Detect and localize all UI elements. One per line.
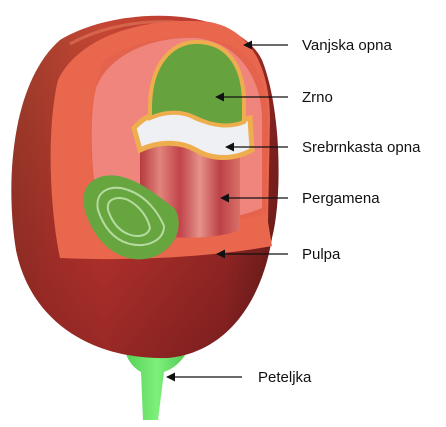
outer-skin-label: Vanjska opna — [302, 37, 392, 54]
stem-label: Peteljka — [258, 369, 312, 386]
parchment-label: Pergamena — [302, 190, 380, 207]
bean-label: Zrno — [302, 89, 333, 106]
pulp-label: Pulpa — [302, 246, 341, 263]
silver-skin-label: Srebrnkasta opna — [302, 139, 421, 156]
